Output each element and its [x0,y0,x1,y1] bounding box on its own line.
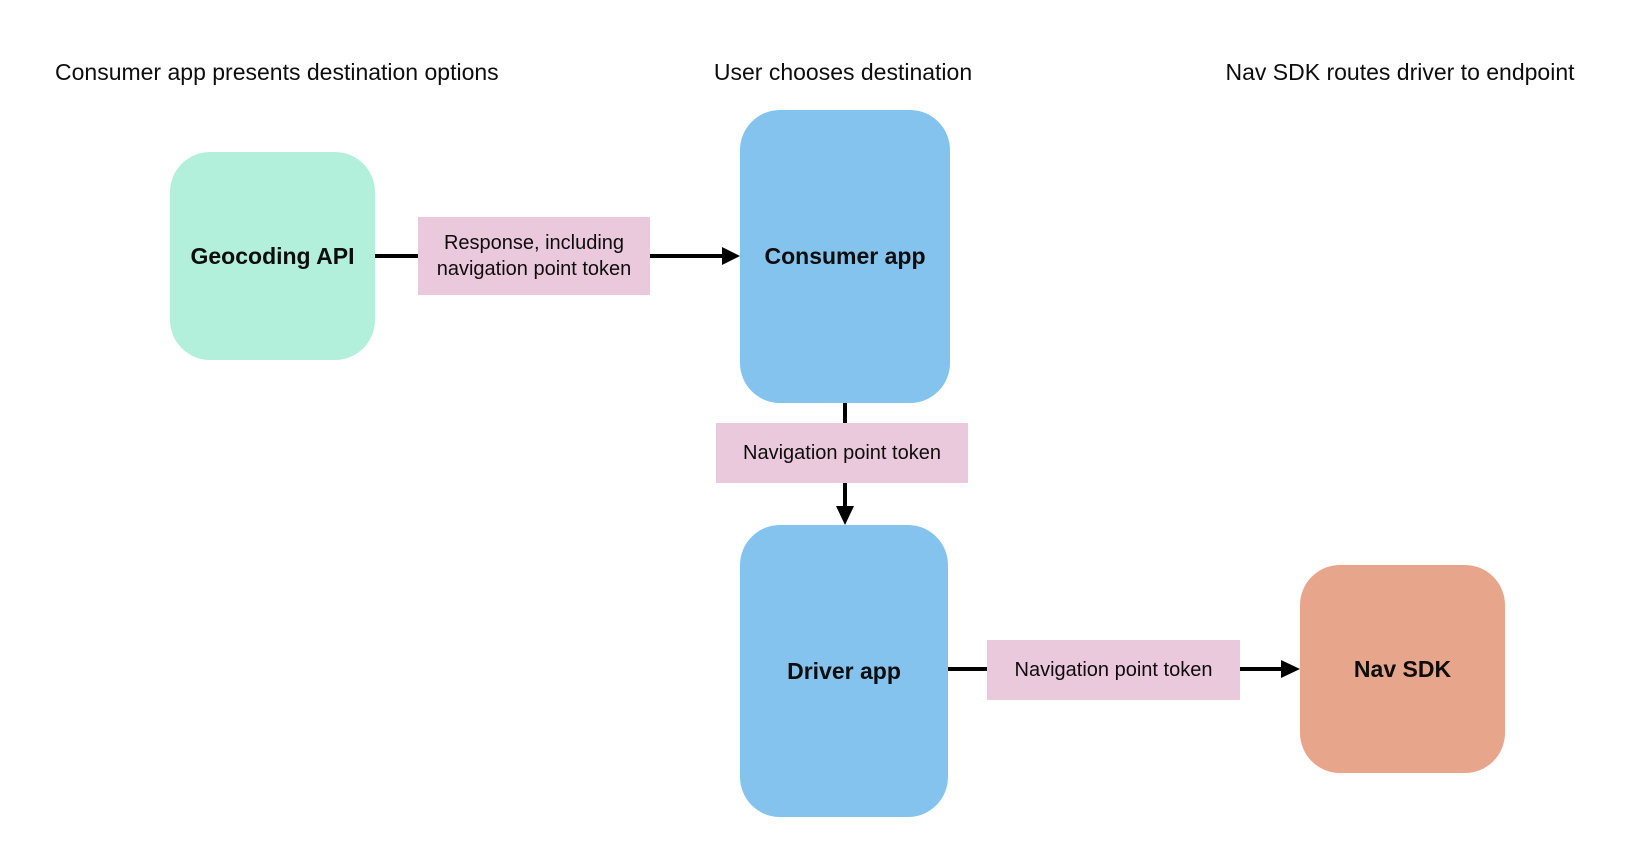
edge-label-navigation-point-token-2: Navigation point token [987,640,1240,700]
node-nav-sdk-label: Nav SDK [1353,655,1452,682]
node-nav-sdk: Nav SDK [1300,565,1505,773]
node-geocoding-api-label: Geocoding API [190,242,355,269]
node-consumer-app-label: Consumer app [764,243,926,269]
node-driver-app-label: Driver app [787,657,901,684]
edge-label-navigation-point-token-1: Navigation point token [716,423,968,483]
edge-label-response-including-token: Response, including navigation point tok… [418,217,650,295]
stage-header-navsdk-routes: Nav SDK routes driver to endpoint [1225,59,1575,85]
node-consumer-app: Consumer app [740,110,950,403]
stage-header-user-chooses: User chooses destination [713,59,973,85]
node-geocoding-api: Geocoding API [170,152,375,360]
stage-header-consumer-presents: Consumer app presents destination option… [55,59,499,85]
node-driver-app: Driver app [740,525,948,817]
